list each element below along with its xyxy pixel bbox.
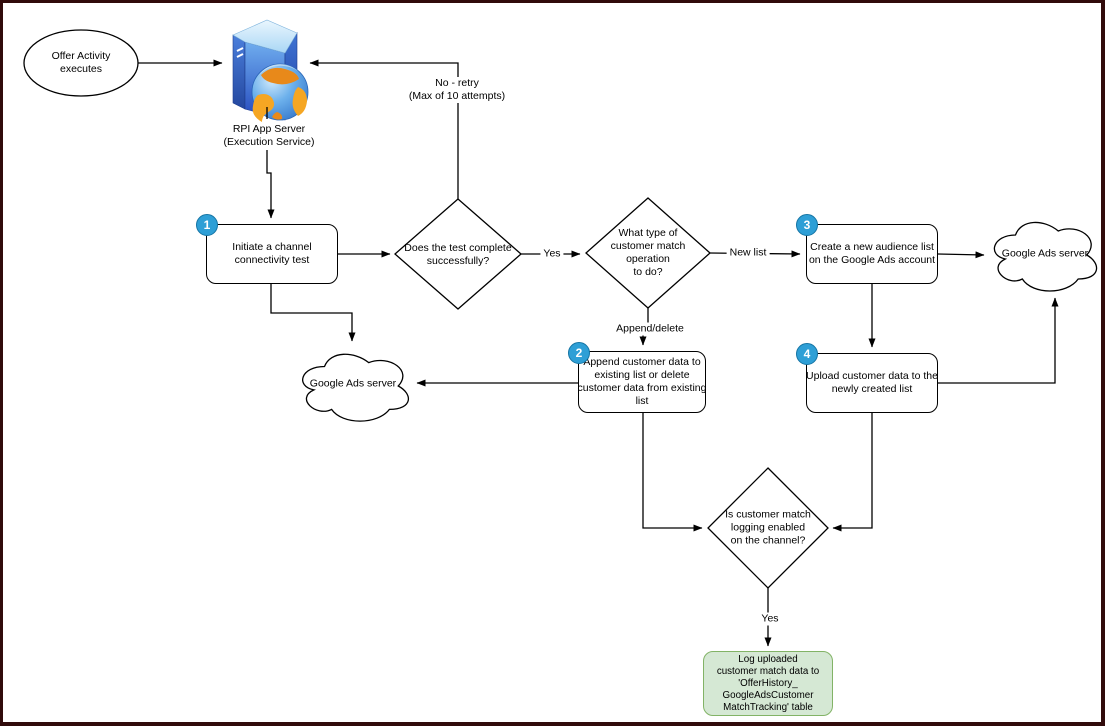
step2-badge: 2 (568, 342, 590, 364)
edge-step3-to-cloud-right (937, 251, 985, 259)
edge-retry-to-server (309, 59, 459, 199)
decision-test-diamond (394, 198, 522, 310)
step1-box: Initiate a channel connectivity test (206, 224, 338, 284)
step2-box: Append customer data to existing list or… (578, 351, 706, 413)
step1-badge: 1 (196, 214, 218, 236)
step1-label: Initiate a channel connectivity test (232, 241, 312, 266)
log-table-box: Log uploaded customer match data to 'Off… (703, 651, 833, 716)
edge-step4-to-decision-logging (832, 413, 873, 532)
step4-badge: 4 (796, 343, 818, 365)
edge-label-yes-logging: Yes (758, 612, 782, 626)
step4-box: Upload customer data to the newly create… (806, 353, 938, 413)
edge-step2-to-decision-logging (642, 413, 703, 532)
edge-label-new-list: New list (726, 246, 770, 260)
step3-box: Create a new audience list on the Google… (806, 224, 938, 284)
start-ellipse (23, 29, 139, 97)
edge-step4-to-cloud-right (938, 297, 1059, 384)
step3-label: Create a new audience list on the Google… (808, 241, 936, 266)
edge-label-no-retry: No - retry (Max of 10 attempts) (405, 77, 509, 103)
diagram-shapes-and-connectors (23, 19, 1098, 647)
step3-badge: 3 (796, 214, 818, 236)
step2-label: Append customer data to existing list or… (577, 356, 707, 407)
decision-logging-diamond (707, 467, 829, 589)
edge-server-to-step1 (266, 150, 275, 219)
edge-step1-to-cloud-left (270, 284, 356, 342)
edge-label-yes-test: Yes (540, 247, 564, 261)
globe-icon (251, 63, 309, 122)
google-ads-cloud-left (302, 353, 409, 422)
decision-match-diamond (585, 197, 711, 309)
log-table-label: Log uploaded customer match data to 'Off… (716, 653, 820, 713)
step4-label: Upload customer data to the newly create… (806, 370, 938, 395)
server-icon (232, 19, 309, 122)
google-ads-cloud-right (993, 221, 1098, 292)
edge-label-append-delete: Append/delete (613, 322, 687, 336)
